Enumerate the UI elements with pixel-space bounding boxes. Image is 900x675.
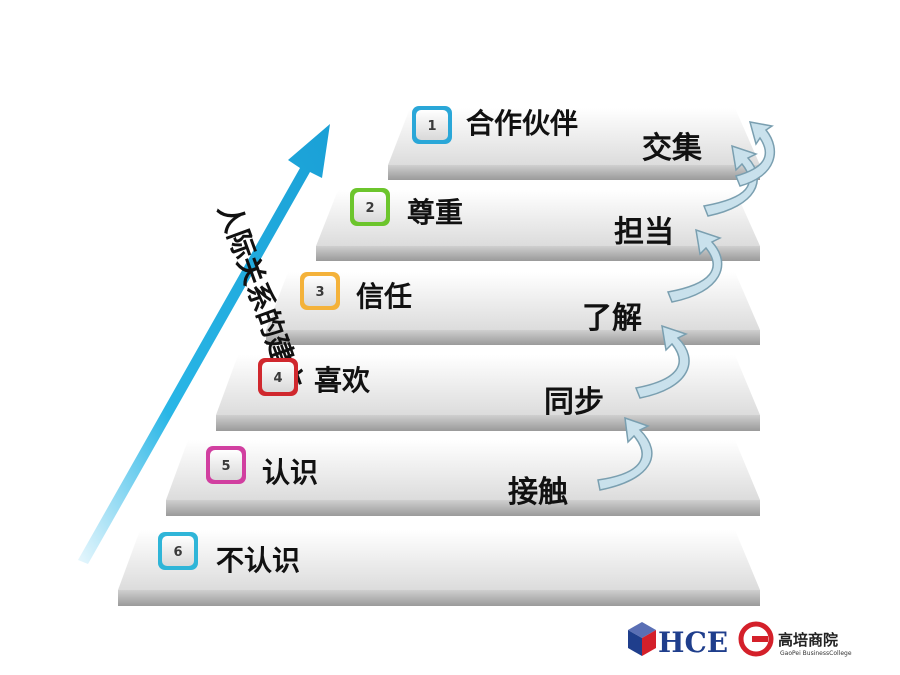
badge-3-number: 3: [315, 285, 324, 300]
stairs: [118, 108, 760, 606]
level-1-label: 合作伙伴: [466, 107, 578, 140]
step-1: [388, 108, 760, 180]
logo-en-text: GaoPei BusinessCollege: [780, 650, 852, 657]
action-3-label: 了解: [582, 301, 642, 336]
action-1-label: 交集: [642, 131, 703, 166]
step-2: [316, 190, 760, 261]
badge-4: 4: [258, 358, 298, 396]
logo-cn-text: 高培商院: [778, 631, 838, 649]
badge-6: 6: [158, 532, 198, 570]
curl-arrow-3: [666, 228, 723, 303]
step-4: [216, 355, 760, 431]
badge-2: 2: [350, 188, 390, 226]
curl-arrow-2: [702, 144, 758, 217]
level-5-label: 认识: [262, 456, 318, 489]
action-2-label: 担当: [614, 215, 674, 250]
gp-mark-icon: [738, 621, 774, 657]
step-5: [166, 440, 760, 516]
badge-1: 1: [412, 106, 452, 144]
curl-arrow-4: [634, 324, 690, 399]
curl-arrow-5: [597, 416, 653, 491]
hce-logo: HCE 高培商院 GaoPei BusinessCollege: [628, 621, 852, 659]
step-3: [266, 272, 760, 345]
level-2-label: 尊重: [407, 196, 463, 229]
curl-arrow-1: [734, 121, 775, 187]
curl-arrows: [597, 121, 775, 491]
badge-6-number: 6: [173, 545, 182, 560]
level-6-label: 不认识: [216, 544, 300, 577]
badge-1-number: 1: [427, 119, 436, 134]
level-3-label: 信任: [356, 280, 412, 313]
badge-4-number: 4: [273, 371, 282, 386]
badge-3: 3: [300, 272, 340, 310]
badge-5: 5: [206, 446, 246, 484]
action-4-label: 同步: [544, 385, 604, 420]
growth-arrow: [78, 124, 330, 564]
logo-hce-text: HCE: [658, 626, 728, 659]
badge-5-number: 5: [221, 459, 230, 474]
badge-2-number: 2: [365, 201, 374, 216]
level-4-label: 喜欢: [314, 364, 371, 397]
step-6: [118, 530, 760, 606]
action-5-label: 接触: [508, 475, 568, 510]
cube-icon: [628, 622, 656, 656]
